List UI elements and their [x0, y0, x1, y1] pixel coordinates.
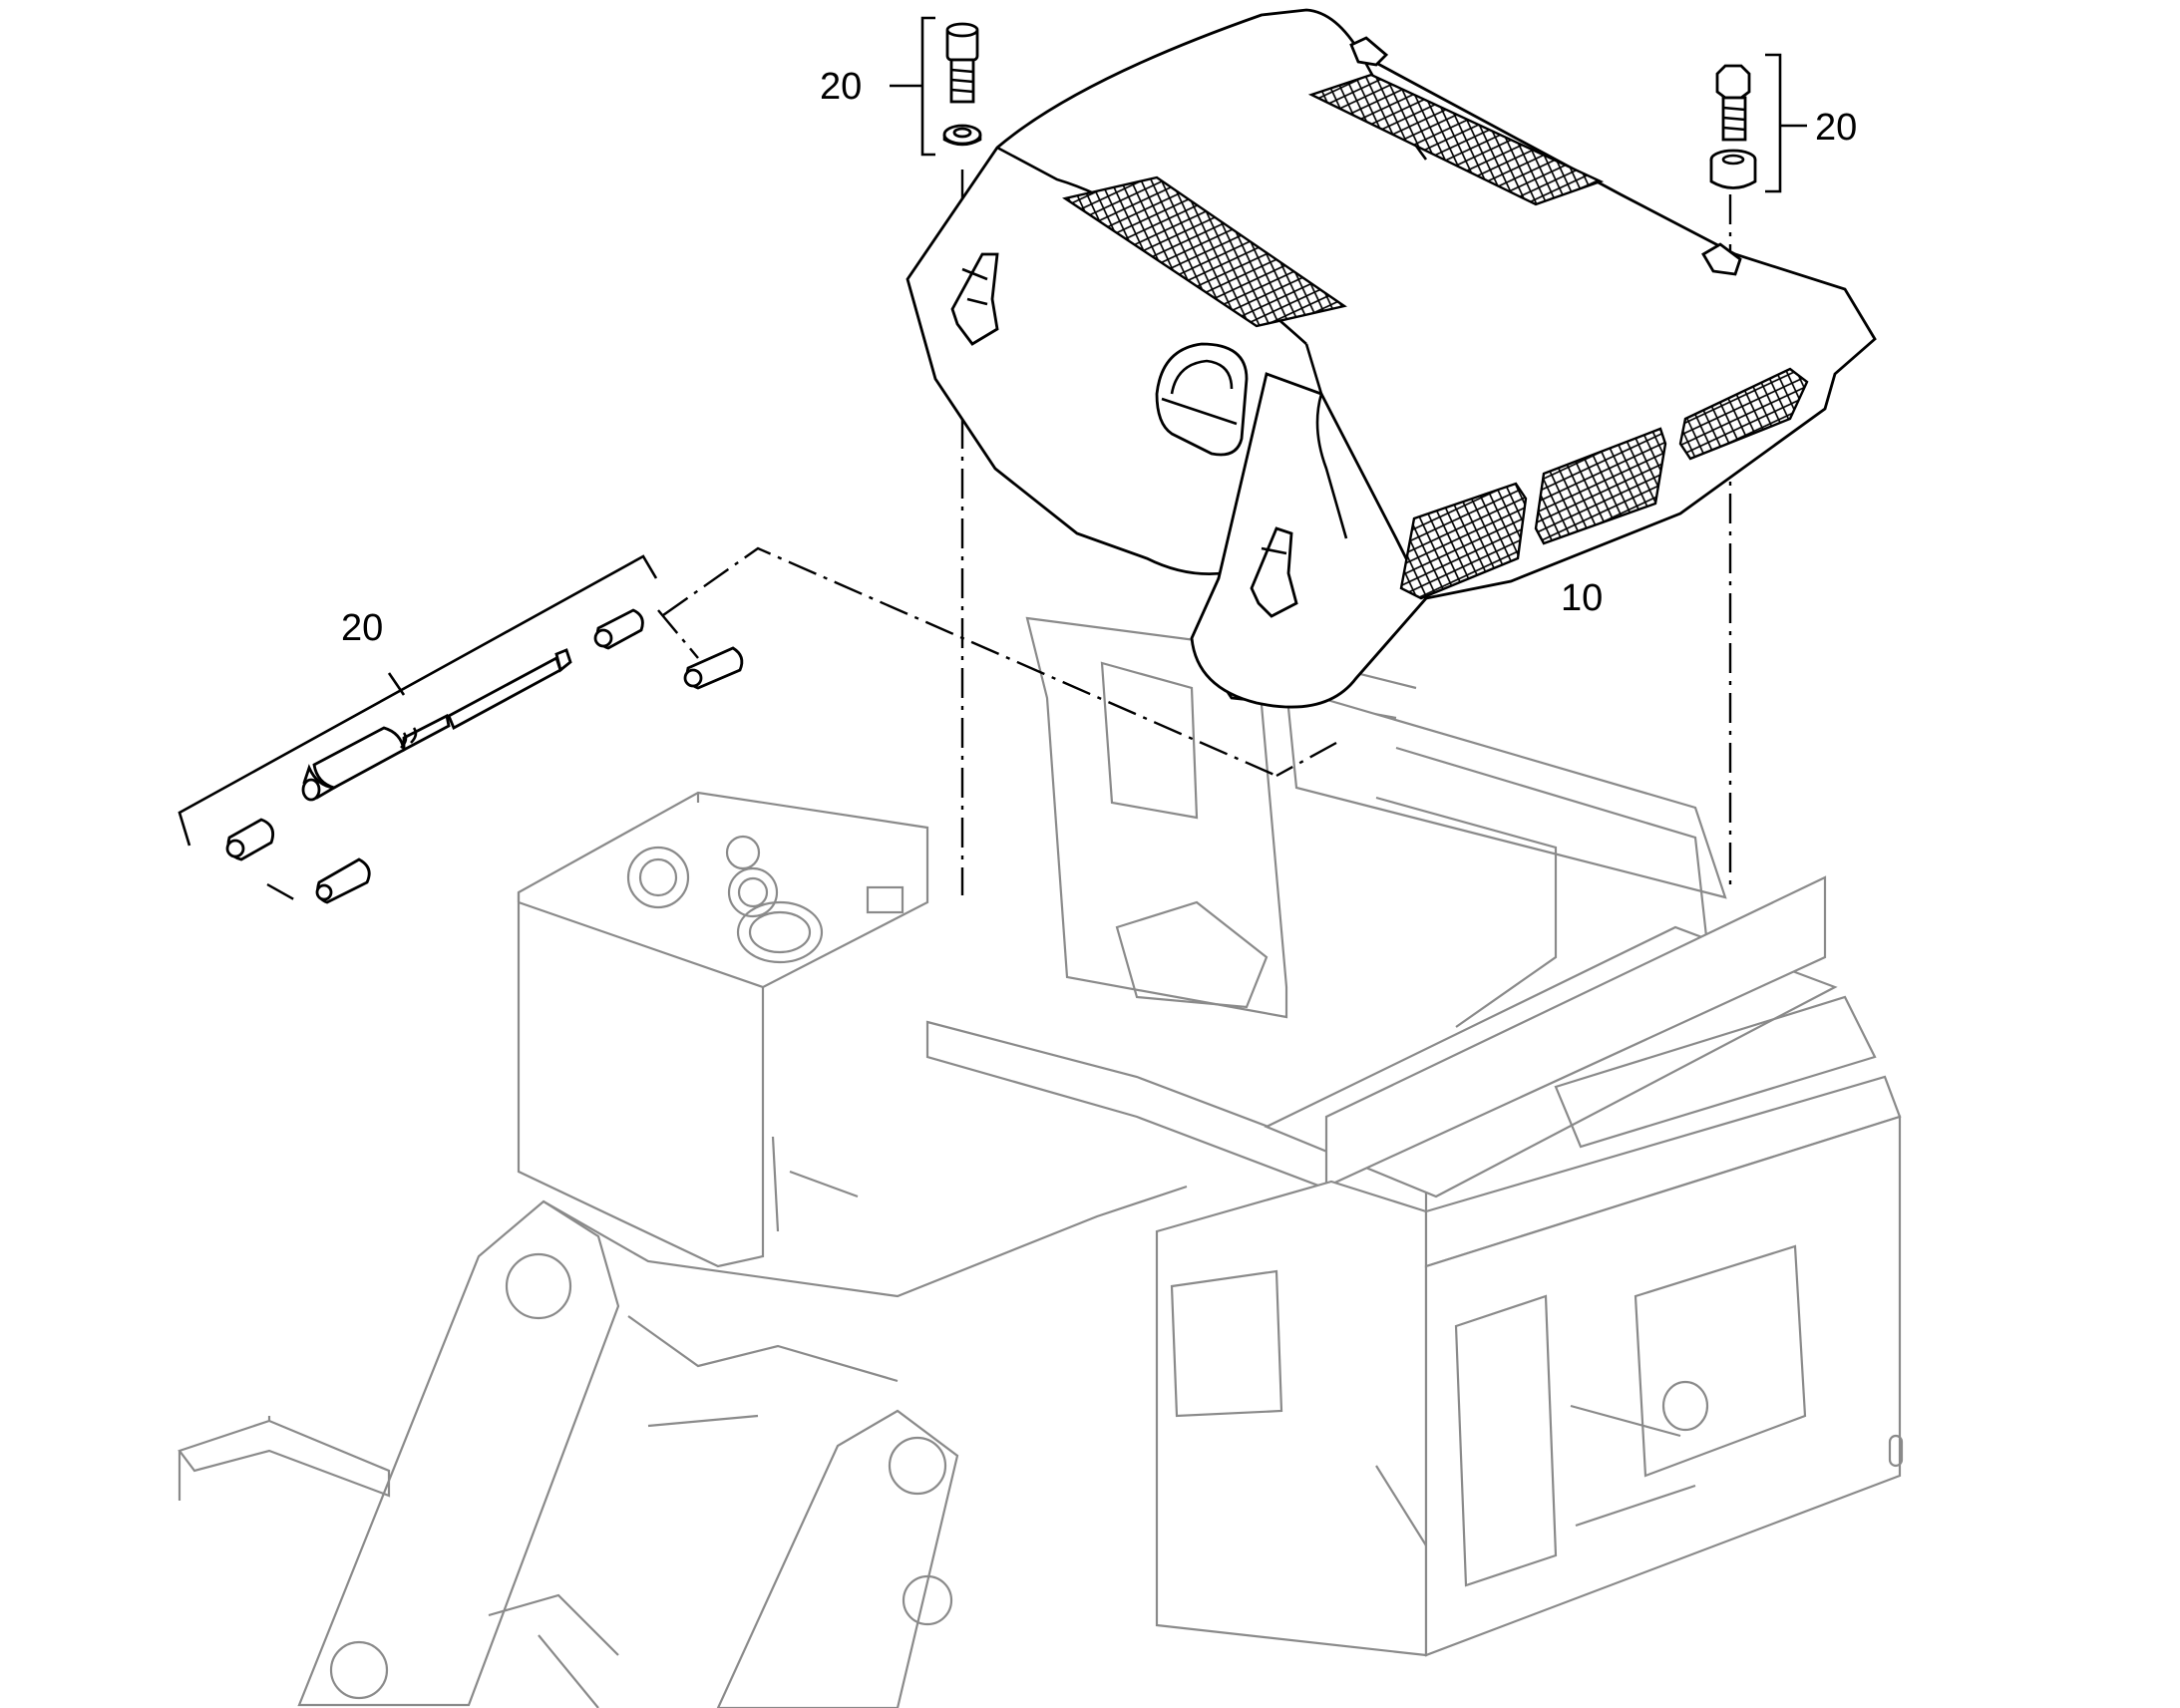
callout-gas-spring: 20	[341, 607, 383, 649]
bolt-icon	[945, 22, 979, 104]
gas-spring-icon	[301, 648, 572, 802]
hood-logo-badge	[1155, 342, 1249, 457]
machine-frame	[178, 616, 1904, 1708]
side-frame	[1284, 686, 1727, 899]
bolt-spacer-right	[1709, 53, 1807, 193]
callout-bolt-spacer-right: 20	[1815, 107, 1857, 149]
hood-hinge-right	[1701, 242, 1742, 276]
callout-bolt-washer-left: 20	[820, 66, 862, 108]
bolt-icon	[1715, 64, 1751, 142]
bracket-gas-spring	[178, 554, 658, 847]
clip-icon	[225, 608, 744, 904]
bolt-washer-left	[890, 16, 982, 157]
gas-spring-assembly	[178, 554, 744, 904]
hood-hinge-top	[1349, 36, 1389, 67]
bracket-left	[920, 16, 935, 157]
spacer-icon	[1709, 149, 1757, 189]
tank-block	[517, 791, 929, 1268]
washer-icon	[942, 124, 982, 147]
hood-latch-front	[1250, 526, 1298, 618]
callout-hood: 10	[1561, 577, 1603, 619]
bracket-right	[1765, 53, 1782, 193]
right-cab-box	[1155, 1180, 1428, 1657]
callout-labels: 20 20 20 10	[341, 66, 1857, 649]
hood-latch-left	[950, 252, 999, 346]
loader-arm-right	[716, 1409, 959, 1708]
loader-arm-left	[297, 1199, 620, 1707]
hood-icon	[906, 8, 1877, 709]
